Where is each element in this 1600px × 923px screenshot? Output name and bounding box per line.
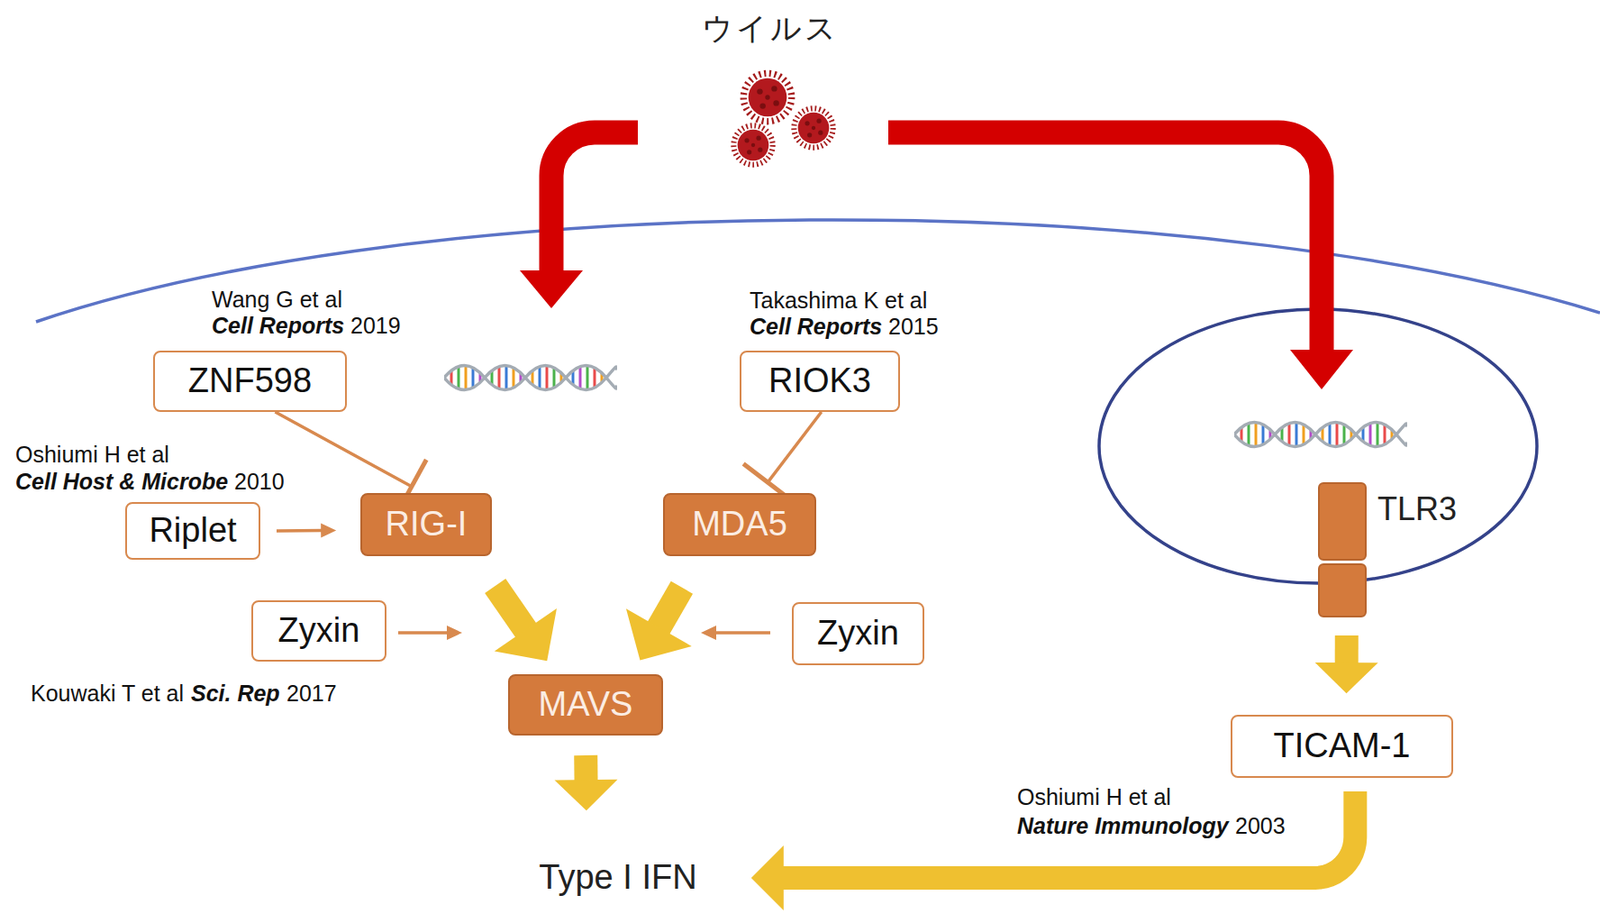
node-label: TLR3	[1377, 490, 1457, 528]
modulator-arrowhead	[446, 625, 463, 640]
viral-rna	[444, 364, 618, 391]
sensor-box: RIG-I	[360, 492, 492, 556]
node-label: MAVS	[538, 685, 634, 724]
inhibition-connector	[274, 411, 411, 487]
signal-block-arrow	[495, 585, 527, 630]
regulator-box: RIOK3	[739, 350, 900, 412]
regulator-box: Zyxin	[791, 601, 925, 665]
modulator-arrow	[714, 630, 771, 635]
activation-connector	[276, 528, 322, 533]
citation-year: 2003	[1235, 812, 1286, 839]
citation-year: 2019	[350, 312, 401, 339]
virus-entry-arrowhead	[1290, 349, 1354, 390]
virus-entry-arrow	[888, 132, 1322, 352]
citation-journal: Sci. Rep	[190, 680, 281, 707]
citation-authors: Wang G et al	[211, 286, 343, 313]
endosome	[1099, 309, 1537, 583]
citation-authors: Oshiumi H et al	[1017, 783, 1172, 810]
modulator-arrowhead	[700, 625, 717, 640]
citation-authors: Takashima K et al	[749, 287, 928, 314]
signal-block-arrow	[573, 754, 598, 781]
node-label: MDA5	[691, 505, 788, 544]
sensor-box: MDA5	[663, 492, 817, 556]
viral-rna	[1234, 421, 1408, 447]
node-label: Riplet	[148, 511, 237, 550]
citation-journal: Nature Immunology	[1017, 812, 1229, 839]
citation-authors: Kouwaki T et al	[30, 680, 184, 707]
inhibition-connector	[767, 411, 822, 482]
node-label: RIOK3	[768, 362, 872, 400]
regulator-box: Zyxin	[251, 600, 387, 662]
receptor-shape	[1318, 481, 1367, 618]
citation-authors: Oshiumi H et al	[15, 441, 170, 468]
citation-year: 2010	[234, 468, 285, 495]
citation-journal: Cell Host & Microbe	[15, 468, 228, 495]
virus-particle	[733, 125, 773, 164]
citation-year: 2015	[888, 313, 939, 340]
virus-particle	[743, 72, 791, 121]
node-label: ZNF598	[188, 362, 312, 400]
cell-membrane	[36, 219, 1600, 322]
node-label: Type I IFN	[538, 858, 697, 897]
receptor-tir-domain	[1318, 563, 1366, 617]
adaptor-box: MAVS	[508, 673, 664, 736]
citation-journal: Cell Reports	[749, 313, 882, 340]
modulator-arrow	[398, 630, 449, 635]
signal-block-arrow	[658, 587, 682, 628]
regulator-box: ZNF598	[153, 350, 347, 412]
signal-block-arrow	[1335, 635, 1359, 664]
regulator-box: Riplet	[125, 501, 261, 560]
receptor-node: TLR3	[1318, 481, 1367, 618]
node-label: Zyxin	[278, 611, 361, 650]
virus-entry-arrow	[551, 132, 638, 273]
citation-year: 2017	[286, 680, 337, 707]
citation-journal: Cell Reports	[211, 312, 345, 339]
node-label: Zyxin	[817, 614, 900, 653]
virus-label: ウイルス	[701, 10, 839, 46]
output-node: Type I IFN	[536, 855, 700, 900]
receptor-ectodomain	[1318, 482, 1366, 560]
virus-particle	[793, 108, 833, 147]
virus-entry-arrowhead	[519, 270, 583, 309]
node-label: RIG-I	[385, 505, 468, 544]
adaptor-box: TICAM-1	[1230, 714, 1454, 778]
node-label: TICAM-1	[1273, 727, 1411, 765]
